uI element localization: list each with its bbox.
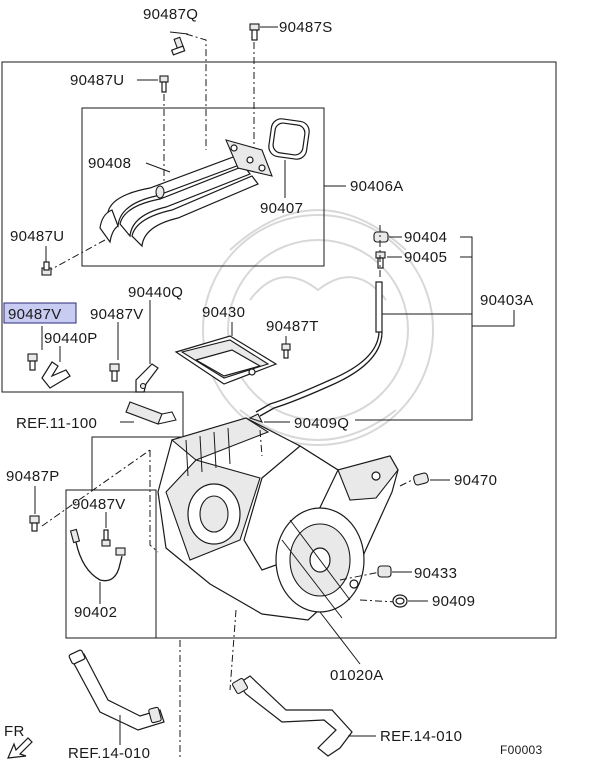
- label-90408[interactable]: 90408: [88, 155, 131, 172]
- bolt-90487V-mid[interactable]: [109, 363, 120, 382]
- dipstick-tube-90403A[interactable]: [255, 281, 383, 417]
- label-90487V-mid[interactable]: 90487V: [90, 306, 144, 323]
- bolt-90487S[interactable]: [249, 23, 260, 41]
- bolt-90487U-top[interactable]: [159, 75, 169, 93]
- label-90487U-left[interactable]: 90487U: [10, 228, 64, 245]
- harness-90402[interactable]: [69, 528, 126, 582]
- cooler-tubes-90408[interactable]: [99, 155, 259, 248]
- label-90487U-top[interactable]: 90487U: [70, 72, 124, 89]
- label-ref-14-010-left[interactable]: REF.14-010: [68, 745, 150, 762]
- label-90430[interactable]: 90430: [202, 304, 245, 321]
- label-90487V-low[interactable]: 90487V: [72, 496, 126, 513]
- bolt-90487U-left[interactable]: [41, 261, 52, 276]
- label-90487T[interactable]: 90487T: [266, 318, 319, 335]
- front-direction-arrow-icon: [7, 737, 33, 759]
- gasket-90407[interactable]: [268, 118, 311, 161]
- oring-90409[interactable]: [392, 594, 408, 608]
- bolt-90487V-hl[interactable]: [27, 353, 38, 371]
- label-90487V-highlighted[interactable]: 90487V: [8, 306, 62, 323]
- label-90409Q[interactable]: 90409Q: [294, 415, 349, 432]
- watermark-emblem: [202, 209, 434, 446]
- label-90487P[interactable]: 90487P: [6, 468, 60, 485]
- label-90487S[interactable]: 90487S: [279, 19, 333, 36]
- bracket-90440Q[interactable]: [135, 363, 159, 393]
- label-90433[interactable]: 90433: [414, 565, 457, 582]
- highlight-box: [3, 302, 77, 324]
- label-90440Q[interactable]: 90440Q: [128, 284, 183, 301]
- hose-right: [231, 675, 353, 757]
- harness-box: [65, 489, 157, 639]
- label-90405[interactable]: 90405: [404, 249, 447, 266]
- label-90407[interactable]: 90407: [260, 200, 303, 217]
- tube-flange: [225, 139, 273, 177]
- diagram-code: F00003: [500, 743, 543, 757]
- part-labels: 90487Q 90487S 90487U 90408 90407 90406A …: [3, 6, 543, 762]
- bolt-90487T[interactable]: [281, 343, 291, 359]
- bolt-90487P[interactable]: [29, 515, 40, 532]
- label-90440P[interactable]: 90440P: [44, 330, 98, 347]
- label-01020A[interactable]: 01020A: [330, 667, 384, 684]
- label-90487Q[interactable]: 90487Q: [143, 6, 198, 23]
- cap-90404[interactable]: [373, 231, 389, 243]
- label-90402[interactable]: 90402: [74, 604, 117, 621]
- plug-90433[interactable]: [377, 565, 392, 578]
- ref-11-100-part: [125, 401, 177, 425]
- tube-assembly-box: [81, 107, 325, 267]
- label-90470[interactable]: 90470: [454, 472, 497, 489]
- label-90409[interactable]: 90409: [432, 593, 475, 610]
- clip-90440P[interactable]: [41, 361, 71, 389]
- label-90406A[interactable]: 90406A: [350, 178, 404, 195]
- transmission-case[interactable]: [157, 417, 399, 621]
- hose-left: [68, 649, 165, 731]
- plug-90470[interactable]: [413, 472, 429, 486]
- clip-90409Q[interactable]: [248, 413, 264, 423]
- cover-90430[interactable]: [174, 335, 278, 385]
- label-direction: FR: [4, 723, 25, 740]
- label-90403A[interactable]: 90403A: [480, 292, 534, 309]
- bolt-90487Q[interactable]: [170, 36, 186, 56]
- label-ref-14-010-right[interactable]: REF.14-010: [380, 728, 462, 745]
- label-ref-11-100[interactable]: REF.11-100: [16, 415, 97, 432]
- label-90404[interactable]: 90404: [404, 229, 447, 246]
